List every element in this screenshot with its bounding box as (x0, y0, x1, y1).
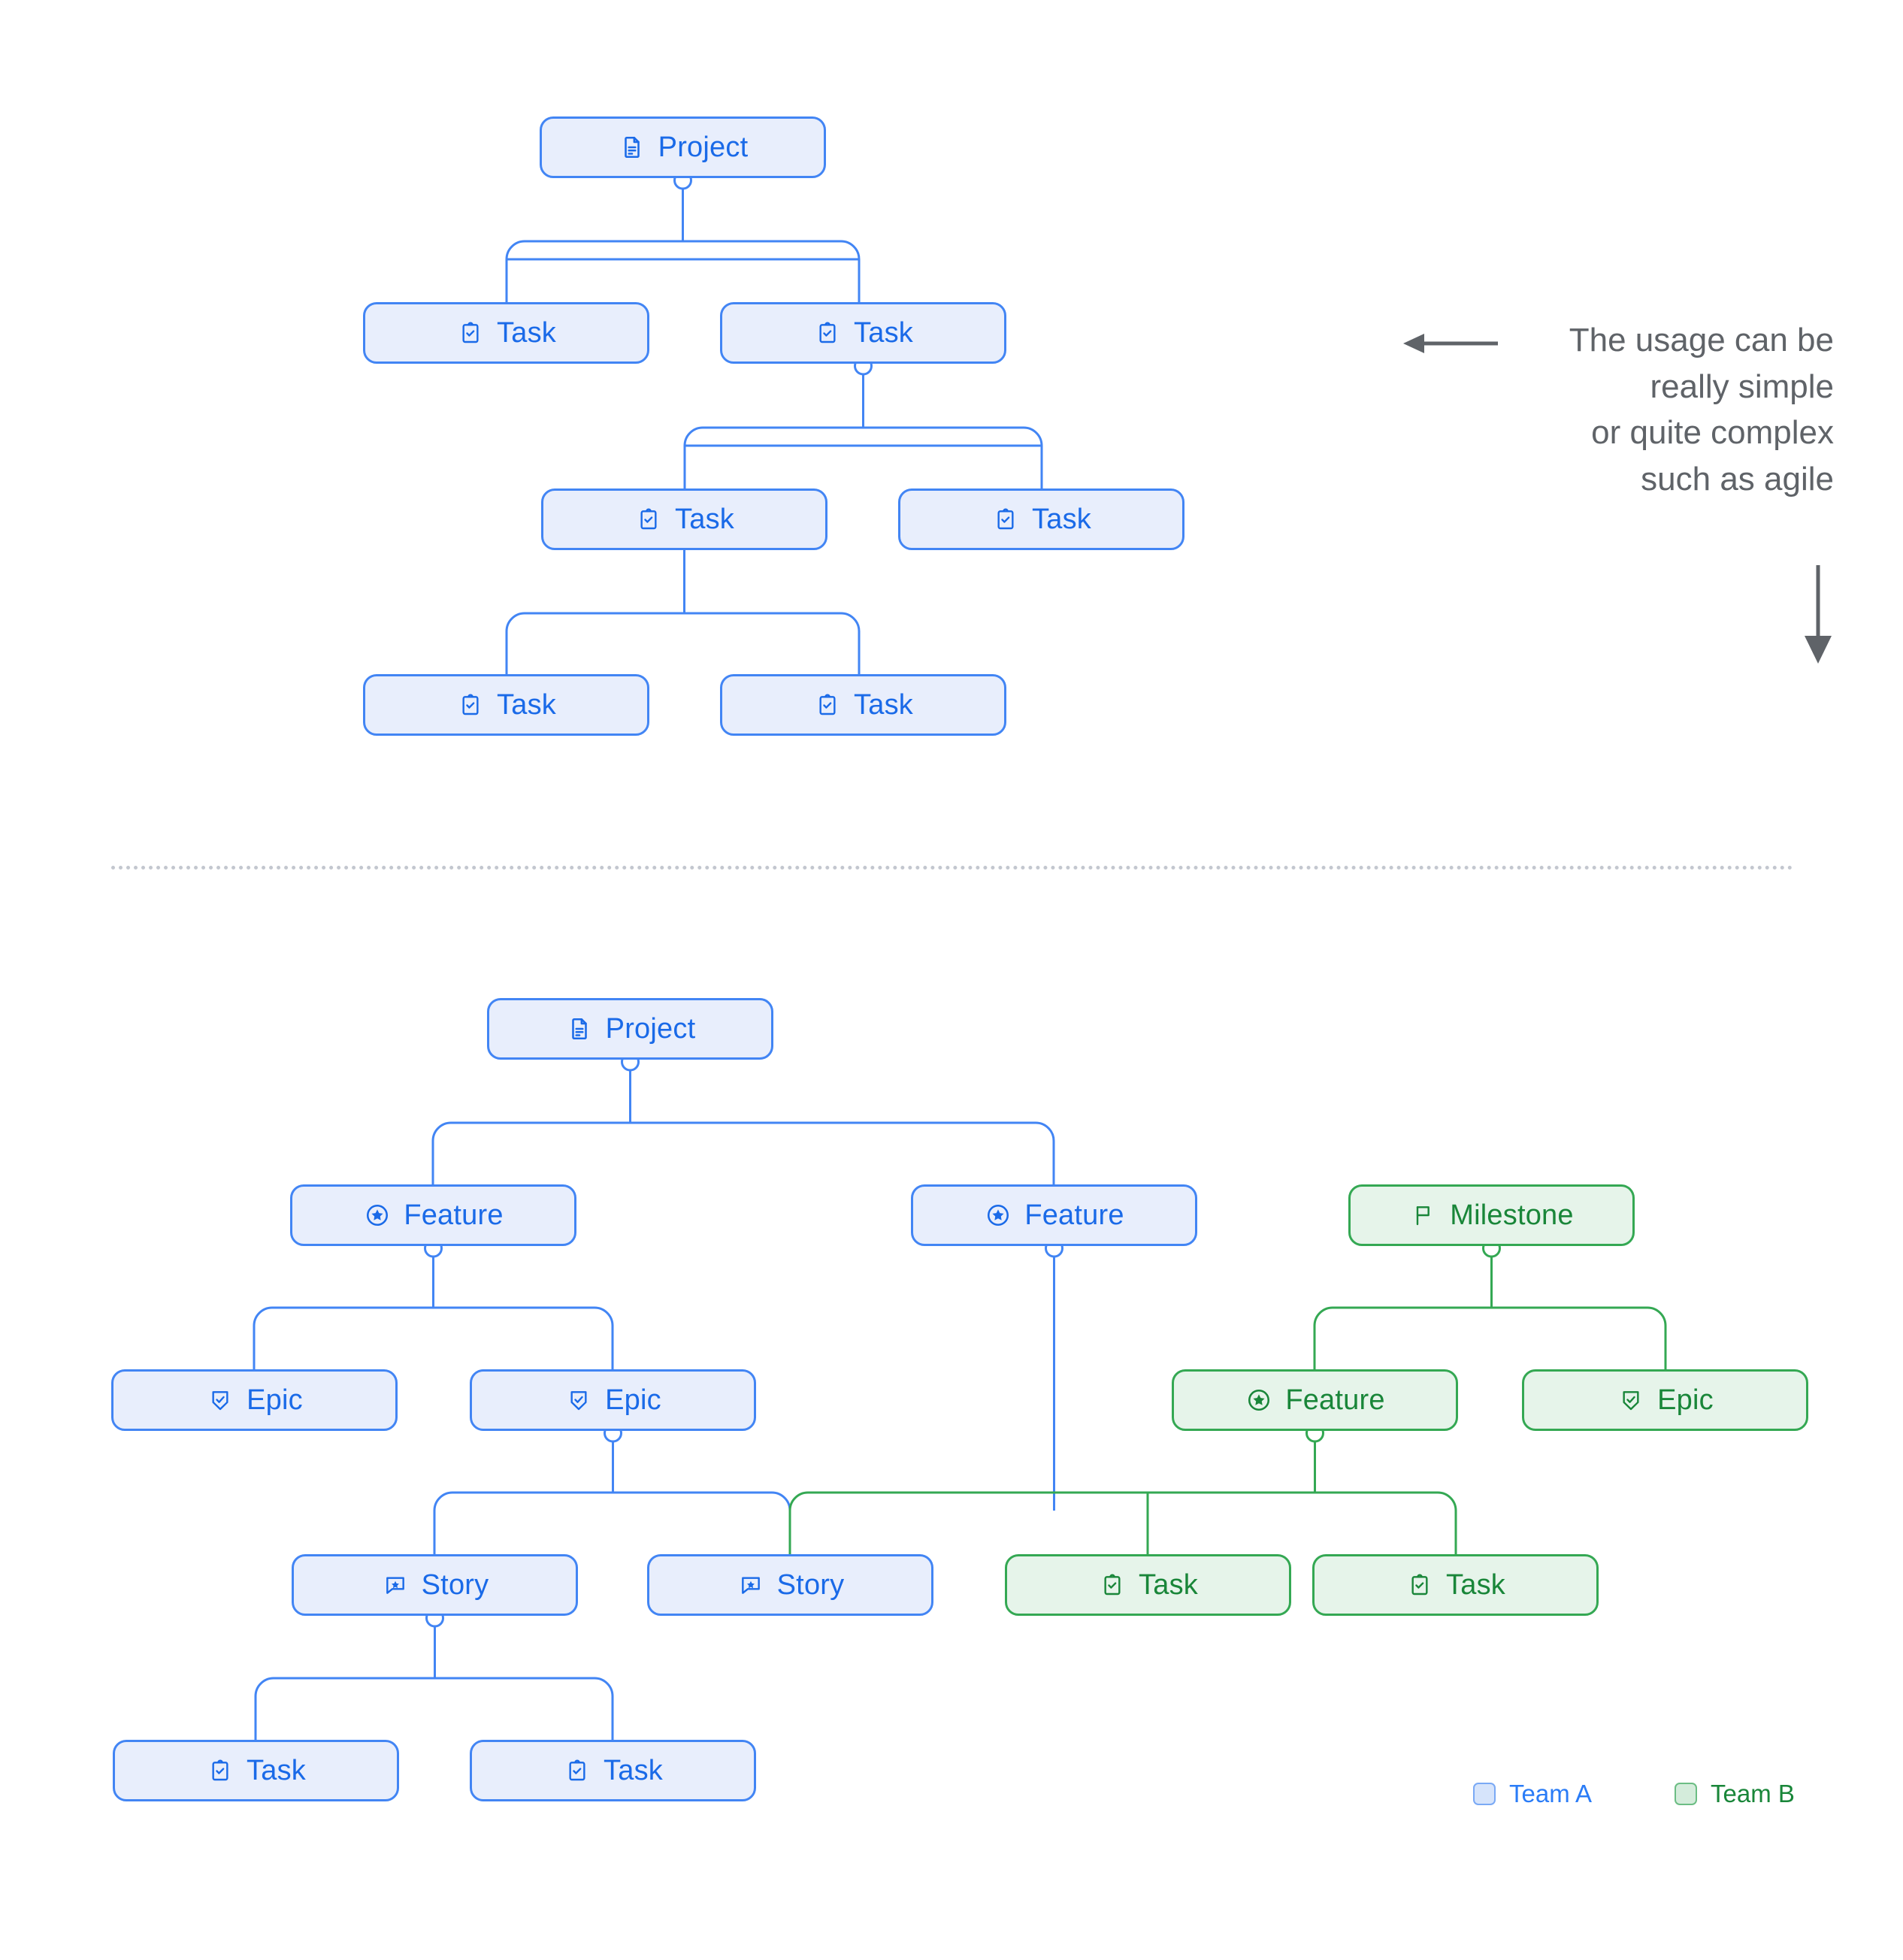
task-icon (991, 505, 1020, 534)
arrow-down-icon (1805, 565, 1832, 664)
node-label: Epic (1657, 1384, 1714, 1416)
node-label: Milestone (1450, 1199, 1574, 1231)
arrow-left-icon (1403, 334, 1498, 353)
color-swatch-icon (1675, 1783, 1697, 1805)
task-icon (813, 691, 842, 719)
node-task[interactable]: Task (898, 488, 1184, 550)
node-task[interactable]: Task (113, 1740, 399, 1801)
annotation-line-4: such as agile (1641, 460, 1834, 498)
feature-icon (1245, 1386, 1273, 1414)
node-label: Task (1032, 504, 1091, 535)
legend-label: Team B (1711, 1780, 1795, 1807)
node-task[interactable]: Task (720, 674, 1006, 736)
color-swatch-icon (1473, 1783, 1496, 1805)
node-label: Task (497, 689, 556, 721)
section-divider (111, 866, 1793, 870)
node-task[interactable]: Task (363, 674, 649, 736)
task-icon (1405, 1571, 1434, 1599)
node-task[interactable]: Task (720, 302, 1006, 364)
milestone-icon (1409, 1201, 1438, 1230)
node-label: Task (497, 317, 556, 349)
node-label: Epic (605, 1384, 661, 1416)
node-label: Task (675, 504, 734, 535)
node-epic[interactable]: Epic (470, 1369, 756, 1431)
epic-icon (1617, 1386, 1645, 1414)
task-icon (456, 319, 485, 347)
node-task[interactable]: Task (1312, 1554, 1599, 1616)
node-task[interactable]: Task (363, 302, 649, 364)
node-label: Task (1446, 1569, 1505, 1601)
node-label: Project (605, 1013, 696, 1045)
node-story[interactable]: Story (647, 1554, 933, 1616)
task-icon (563, 1756, 591, 1785)
node-label: Feature (404, 1199, 504, 1231)
node-label: Task (1139, 1569, 1198, 1601)
node-epic[interactable]: Epic (111, 1369, 398, 1431)
legend-label: Team A (1509, 1780, 1593, 1807)
node-task[interactable]: Task (541, 488, 827, 550)
annotation-line-3: or quite complex (1591, 414, 1834, 452)
node-label: Story (421, 1569, 489, 1601)
node-label: Task (604, 1755, 663, 1786)
node-feature[interactable]: Feature (290, 1184, 576, 1246)
story-icon (737, 1571, 765, 1599)
annotation-text: The usage can be really simple or quite … (1428, 317, 1834, 502)
task-icon (1098, 1571, 1127, 1599)
feature-icon (984, 1201, 1012, 1230)
node-task[interactable]: Task (1005, 1554, 1291, 1616)
task-icon (813, 319, 842, 347)
node-feature[interactable]: Feature (911, 1184, 1197, 1246)
story-icon (381, 1571, 410, 1599)
node-task[interactable]: Task (470, 1740, 756, 1801)
node-project[interactable]: Project (540, 116, 826, 178)
legend-item-team-b[interactable]: Team B (1675, 1780, 1795, 1808)
node-project[interactable]: Project (487, 998, 773, 1060)
feature-icon (363, 1201, 392, 1230)
document-icon (565, 1015, 594, 1043)
document-icon (618, 133, 646, 162)
node-label: Feature (1024, 1199, 1124, 1231)
node-label: Task (854, 689, 913, 721)
node-epic[interactable]: Epic (1522, 1369, 1808, 1431)
node-label: Feature (1285, 1384, 1385, 1416)
node-feature[interactable]: Feature (1172, 1369, 1458, 1431)
epic-icon (564, 1386, 593, 1414)
annotation-line-2: really simple (1650, 368, 1834, 405)
task-icon (456, 691, 485, 719)
node-story[interactable]: Story (292, 1554, 578, 1616)
legend-item-team-a[interactable]: Team A (1473, 1780, 1592, 1808)
node-label: Story (776, 1569, 845, 1601)
task-icon (634, 505, 663, 534)
node-label: Task (247, 1755, 306, 1786)
annotation-line-1: The usage can be (1569, 322, 1834, 358)
node-label: Project (658, 132, 749, 163)
node-label: Epic (247, 1384, 303, 1416)
epic-icon (206, 1386, 234, 1414)
node-label: Task (854, 317, 913, 349)
node-milestone[interactable]: Milestone (1348, 1184, 1635, 1246)
task-icon (206, 1756, 234, 1785)
